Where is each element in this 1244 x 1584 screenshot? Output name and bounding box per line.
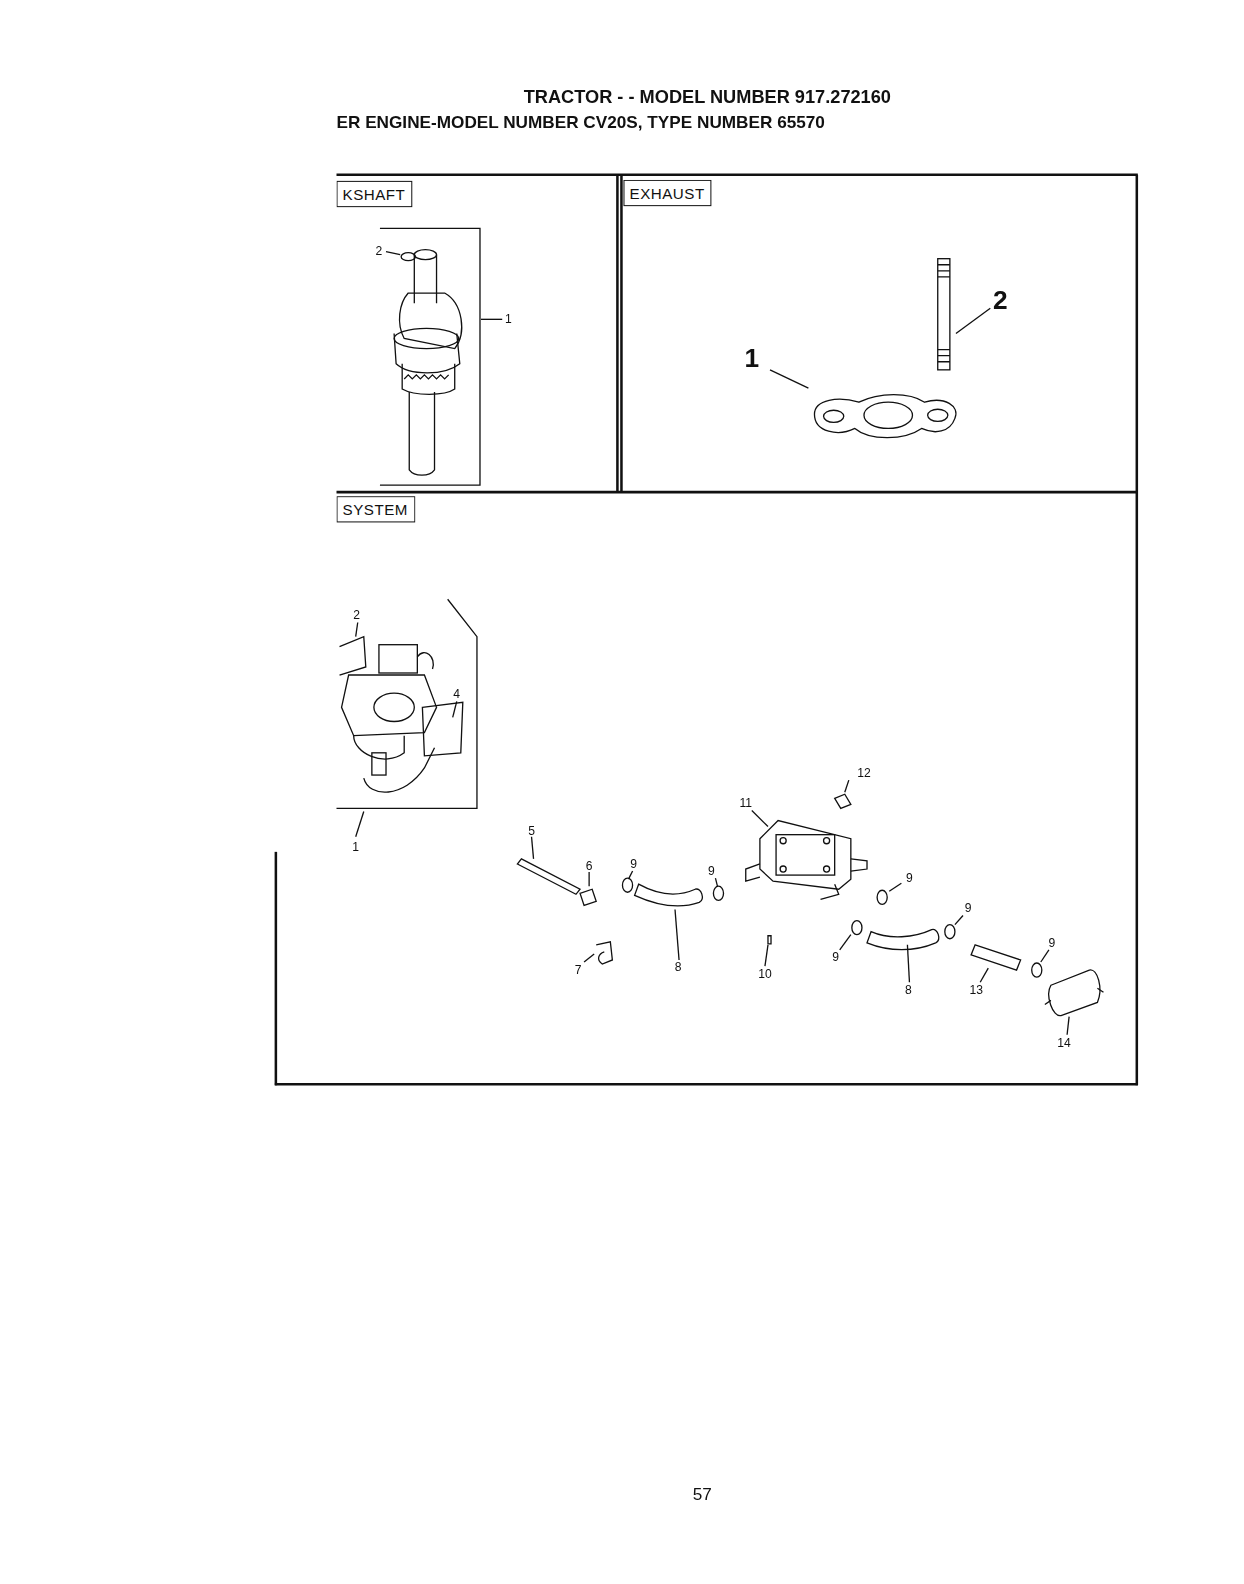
carburetor-drawing [336,599,476,836]
callout-number: 9 [906,872,913,884]
callout-number: 5 [528,825,535,837]
callout-number: 4 [453,688,460,700]
section-heading: SYSTEM [343,501,408,518]
callout-number: 9 [708,865,715,877]
callout-number: 7 [575,964,582,976]
section-tab: KSHAFT [336,181,412,207]
callout-number: 9 [630,858,637,870]
exhaust-drawing [770,259,990,438]
fuel-parts-drawing [517,780,1103,1035]
callout-number: 9 [832,951,839,963]
section-heading: EXHAUST [630,185,705,202]
callout-number: 1 [352,841,359,853]
crankshaft-drawing [380,228,502,485]
callout-number: 13 [969,984,982,996]
page-number: 57 [693,1485,712,1502]
callout-number: 14 [1057,1037,1070,1049]
callout-number: 10 [758,968,771,980]
callout-number: 1 [745,345,760,371]
callout-number: 2 [376,245,383,257]
callout-number: 1 [505,313,512,325]
page-title: TRACTOR - - MODEL NUMBER 917.272160 [524,88,891,106]
section-tab: SYSTEM [336,496,415,522]
callout-number: 8 [905,984,912,996]
section-heading: KSHAFT [343,186,406,203]
callout-number: 6 [586,860,593,872]
subtitle: ER ENGINE-MODEL NUMBER CV20S, TYPE NUMBE… [336,114,824,131]
callout-number: 2 [993,287,1008,313]
callout-number: 11 [739,797,752,809]
callout-number: 2 [353,609,360,621]
panel-frames [275,175,1138,1085]
section-tab: EXHAUST [623,180,711,206]
callout-number: 12 [857,767,870,779]
callout-number: 9 [965,902,972,914]
callout-number: 9 [1049,937,1056,949]
callout-number: 8 [675,961,682,973]
